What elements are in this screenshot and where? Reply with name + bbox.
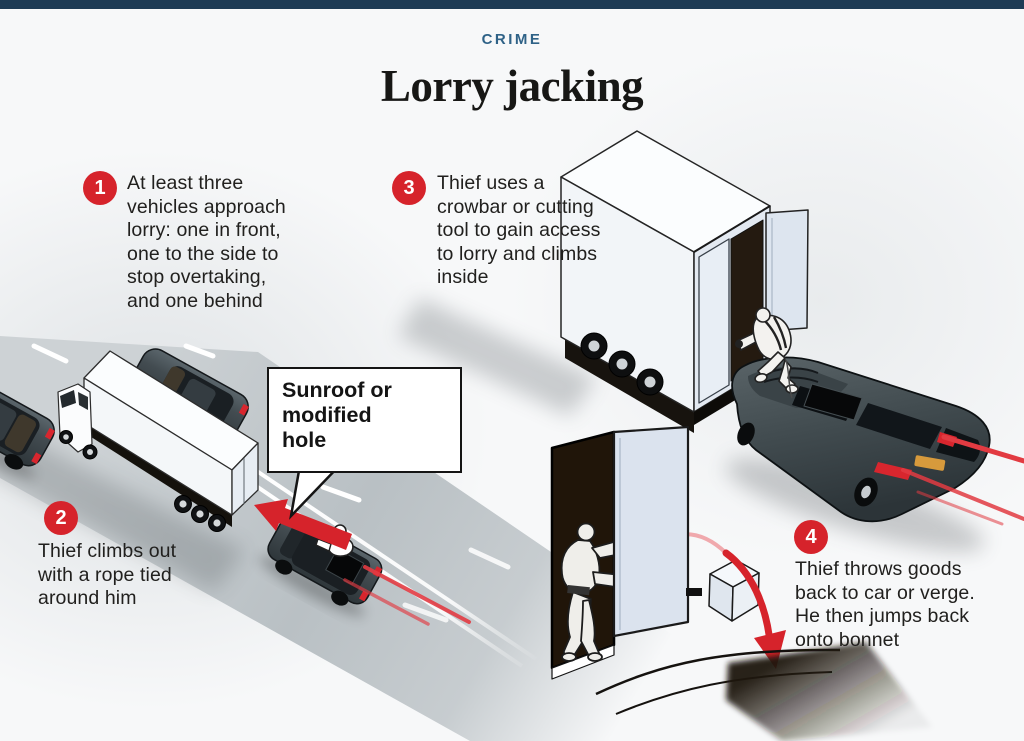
step-4-text: Thief throws goods back to car or verge.… bbox=[795, 558, 975, 651]
car-in-front bbox=[0, 372, 55, 479]
top-accent-bar bbox=[0, 0, 1024, 9]
step-1-text: At least three vehicles approach lorry: … bbox=[127, 172, 286, 312]
lorry-shadow bbox=[398, 298, 596, 416]
right-scene-lorry-rear bbox=[398, 130, 809, 433]
step-4-badge: 4 bbox=[794, 520, 828, 554]
kicker: CRIME bbox=[481, 31, 543, 48]
door-opening bbox=[730, 219, 764, 382]
goods-box bbox=[708, 559, 760, 622]
convoy-shadow bbox=[0, 430, 245, 592]
step-3-text: Thief uses a crowbar or cutting tool to … bbox=[437, 172, 601, 288]
page-title: Lorry jacking bbox=[380, 61, 644, 111]
speed-lines-left bbox=[343, 565, 471, 626]
dark-car-right bbox=[725, 356, 1024, 552]
sunroof-callout: Sunroof or modified hole bbox=[267, 367, 462, 473]
tail-light-left bbox=[874, 462, 912, 480]
step-2-badge: 2 bbox=[44, 501, 78, 535]
open-door-panel bbox=[765, 209, 809, 332]
road-markings bbox=[31, 343, 511, 623]
door-handle bbox=[686, 588, 702, 596]
bottom-scene-throwing bbox=[550, 425, 932, 741]
door-light-panel bbox=[612, 425, 690, 638]
verge-patch bbox=[726, 642, 932, 741]
number-plate bbox=[914, 455, 946, 471]
left-scene-motorway bbox=[0, 336, 828, 741]
throw-arc-end bbox=[722, 549, 774, 646]
speed-lines-right bbox=[901, 434, 1024, 526]
lorry-left bbox=[57, 350, 259, 532]
thief-car bbox=[259, 513, 383, 617]
step-1-badge: 1 bbox=[83, 171, 117, 205]
step-3-badge: 3 bbox=[392, 171, 426, 205]
thief-figure-climbing bbox=[735, 307, 799, 399]
red-arrow-to-lorry bbox=[254, 499, 352, 550]
step-2-text: Thief climbs out with a rope tied around… bbox=[38, 540, 177, 609]
closed-door bbox=[698, 238, 730, 404]
